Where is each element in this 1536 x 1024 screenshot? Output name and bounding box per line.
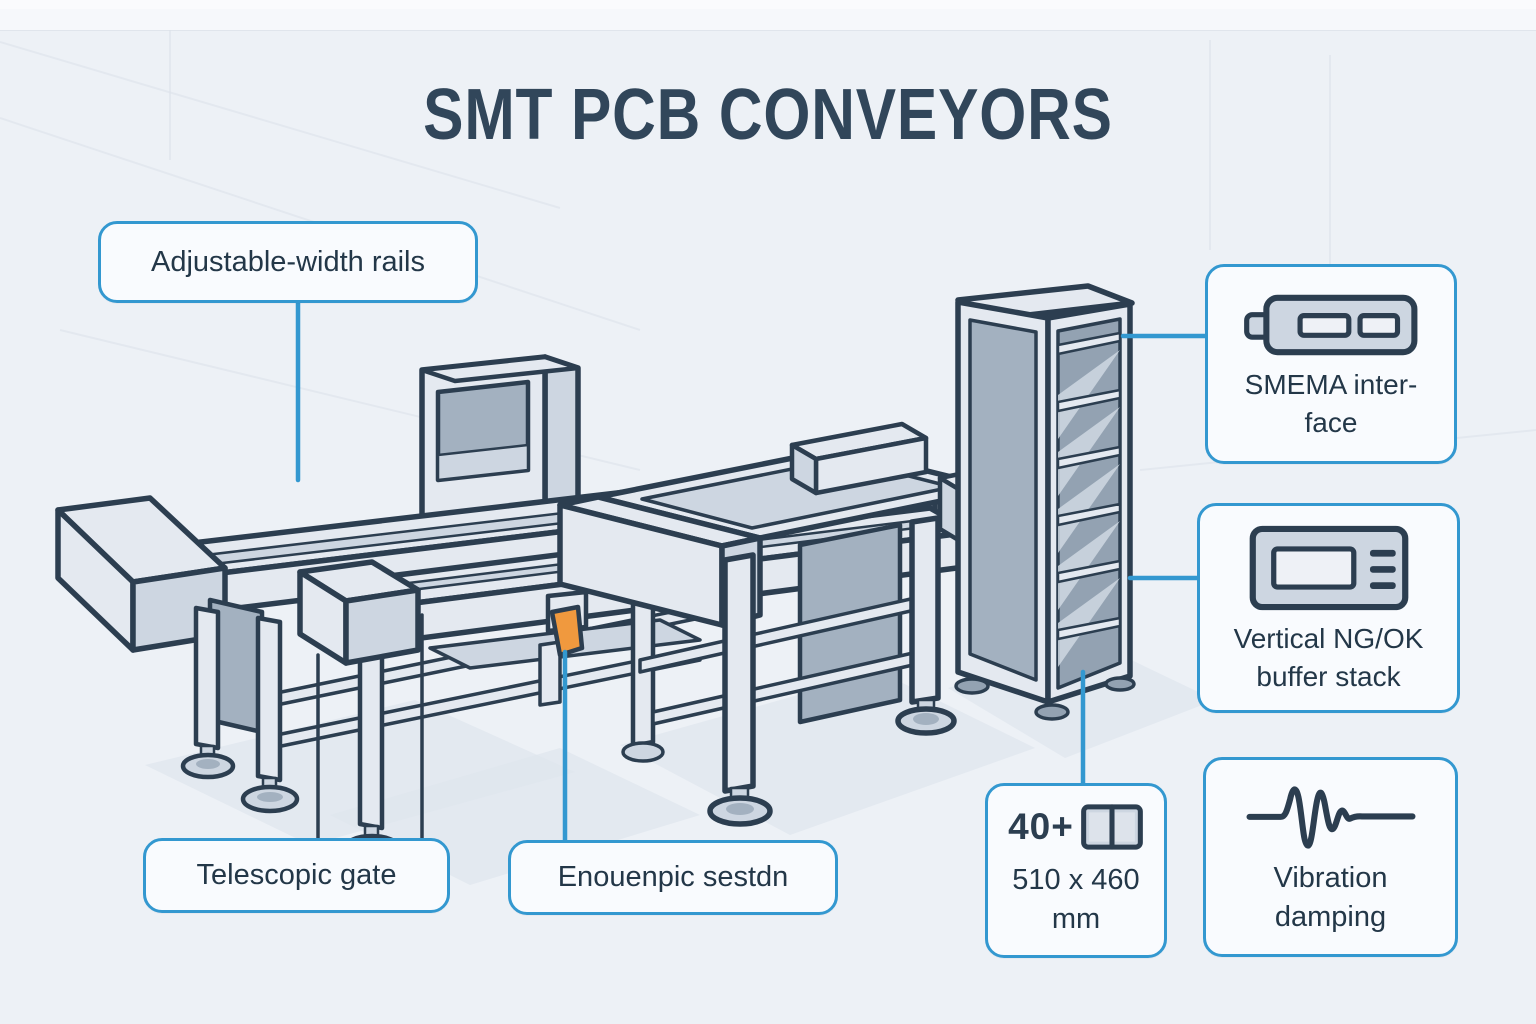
split-panel-icon	[1081, 804, 1143, 850]
callout-label-line2: mm	[1051, 902, 1101, 935]
callout-label: Adjustable-width rails	[150, 245, 425, 278]
callout-vertical-ngok-buffer: Vertical NG/OK buffer stack	[1197, 503, 1460, 713]
callout-label-line2: damping	[1274, 901, 1387, 933]
callout-enouenpic-sestdn: Enouenpic sestdn	[508, 840, 838, 915]
pcb-panel-size-icon: 40+	[1008, 803, 1144, 851]
rack-shelves	[1056, 331, 1122, 667]
callout-label-line1: 510 x 460	[1012, 863, 1140, 896]
callout-label: Enouenpic sestdn	[557, 861, 789, 894]
callout-label: Telescopic gate	[196, 859, 397, 892]
callout-board-dimensions: 40+ 510 x 460 mm	[985, 783, 1167, 958]
callout-adjustable-width-rails: Adjustable-width rails	[98, 221, 478, 303]
callout-label-line1: Vertical NG/OK	[1233, 623, 1424, 655]
callout-label-line1: Vibration	[1273, 862, 1388, 895]
smema-connector-icon	[1242, 292, 1420, 358]
top-wall-band	[0, 0, 1536, 31]
callout-telescopic-gate: Telescopic gate	[143, 838, 450, 913]
callout-vibration-damping: Vibration damping	[1203, 757, 1458, 957]
callout-label-line2: face	[1304, 407, 1358, 438]
orange-sensor-flag	[545, 589, 589, 658]
right-conveyor-table-illustration	[557, 421, 1017, 827]
buffer-panel-icon	[1248, 524, 1410, 612]
panel-count-text: 40+	[1008, 805, 1074, 847]
buffer-rack-illustration	[954, 283, 1136, 721]
leader-lines	[295, 298, 1209, 844]
callout-label-line2: buffer stack	[1256, 661, 1401, 692]
callout-label-line1: SMEMA inter-	[1244, 369, 1418, 401]
callout-smema-interface: SMEMA inter- face	[1205, 264, 1457, 464]
page-title: SMT PCB CONVEYORS	[423, 75, 1113, 155]
vibration-wave-icon	[1236, 777, 1426, 855]
